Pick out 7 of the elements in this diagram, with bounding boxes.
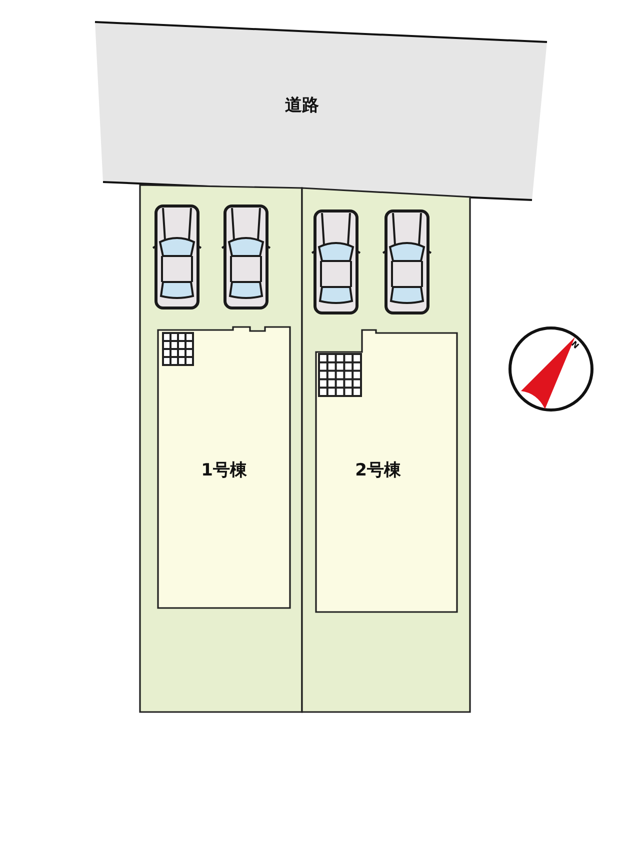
house-outline <box>316 330 457 612</box>
north-label: N <box>569 339 581 351</box>
road-area <box>95 22 547 202</box>
road-label: 道路 <box>285 94 319 116</box>
building-label: 1号棟 <box>201 460 247 482</box>
house-outline <box>158 327 290 608</box>
building-label: 2号棟 <box>355 460 401 482</box>
